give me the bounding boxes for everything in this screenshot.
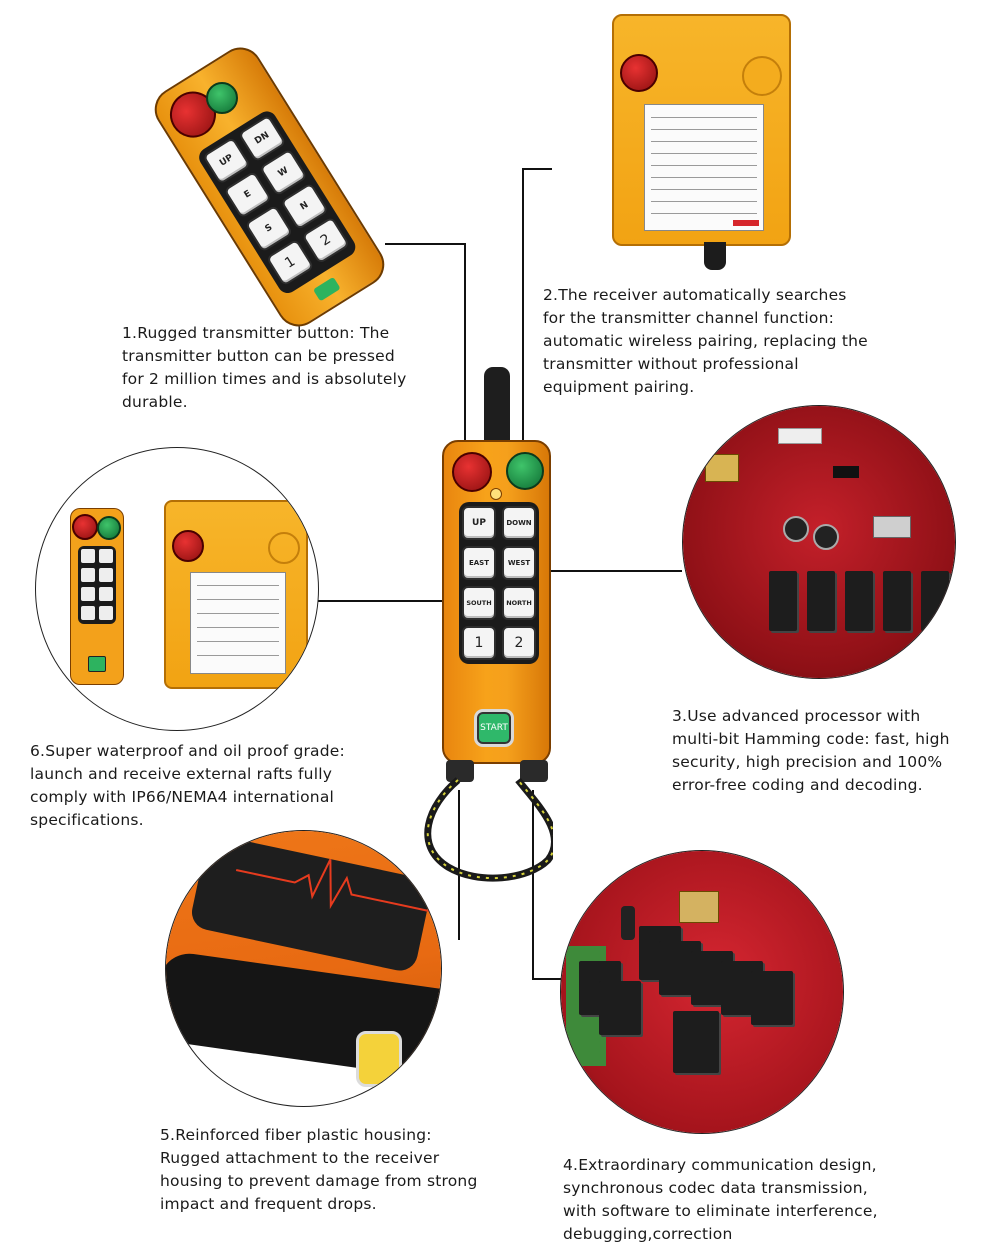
pcb-board xyxy=(683,406,955,678)
mini-transmitter-start xyxy=(88,656,106,672)
mini-receiver-knob xyxy=(268,532,300,564)
pcb-relay-2 xyxy=(807,571,835,631)
transmitter-photo: UP DN E W S N 1 2 xyxy=(140,39,393,335)
key-1: 1 xyxy=(462,626,496,660)
receiver-cable-gland xyxy=(704,242,726,270)
receiver-photo xyxy=(600,10,800,270)
caption-6: 6.Super waterproof and oil proof grade: … xyxy=(30,742,345,829)
pcb-relay-3 xyxy=(845,571,873,631)
mini-transmitter-knob xyxy=(97,516,121,540)
transmitter-housing: UP DN E W S N 1 2 xyxy=(146,39,393,335)
pcb-relay-circle xyxy=(560,850,844,1134)
receiver-estop xyxy=(620,54,658,92)
transmitter-green-switch xyxy=(206,82,238,114)
connector-line-1-vertical xyxy=(464,243,466,443)
key-west: WEST xyxy=(502,546,536,580)
housing-lanyard-clip xyxy=(356,1031,402,1087)
pcb-relay-5 xyxy=(921,571,949,631)
pcb-chip xyxy=(833,466,859,478)
pcb-relay-4 xyxy=(883,571,911,631)
key-south: SOUTH xyxy=(462,586,496,620)
mini-receiver-label xyxy=(190,572,286,674)
key-east: EAST xyxy=(462,546,496,580)
transmitter-start-key xyxy=(312,276,341,302)
connector-line-1-horizontal xyxy=(385,243,466,245)
receiver-label-sheet xyxy=(644,104,764,231)
caption-2: 2.The receiver automatically searches fo… xyxy=(543,286,868,396)
transmitter-key-panel: UP DN E W S N 1 2 xyxy=(195,107,360,297)
key-up: UP xyxy=(462,506,496,540)
remote-lanyard xyxy=(424,777,553,882)
connector-line-2-vertical xyxy=(522,168,524,443)
connector-line-3-horizontal xyxy=(540,570,682,572)
pcb-relay-big-2 xyxy=(599,981,641,1035)
housing-closeup-circle xyxy=(165,830,442,1107)
key-start: START xyxy=(477,712,511,744)
pcb-capacitor-3 xyxy=(621,906,635,940)
pcb-relay-big-8 xyxy=(673,1011,719,1073)
caption-1: 1.Rugged transmitter button: The transmi… xyxy=(122,324,407,411)
connector-line-6-horizontal xyxy=(318,600,446,602)
mini-transmitter xyxy=(70,498,124,698)
connector-line-5-vertical xyxy=(458,790,460,940)
caption-4: 4.Extraordinary communication design, sy… xyxy=(563,1156,878,1243)
waterproof-circle xyxy=(35,447,319,731)
connector-line-4-horizontal xyxy=(532,978,568,980)
caption-5: 5.Reinforced fiber plastic housing: Rugg… xyxy=(160,1126,478,1213)
signal-wave-icon xyxy=(235,858,432,913)
pcb-connector xyxy=(778,428,822,444)
mini-receiver-housing xyxy=(164,500,308,689)
key-2: 2 xyxy=(502,626,536,660)
mini-receiver-estop xyxy=(172,530,204,562)
remote-keypad: UP DOWN EAST WEST SOUTH NORTH 1 2 xyxy=(459,502,539,664)
remote-indicator-led xyxy=(490,488,502,500)
key-north: NORTH xyxy=(502,586,536,620)
receiver-housing xyxy=(612,14,791,246)
caption-3: 3.Use advanced processor with multi-bit … xyxy=(672,707,950,794)
remote-power-key xyxy=(506,452,544,490)
pcb-relay-1 xyxy=(769,571,797,631)
mini-transmitter-estop xyxy=(72,514,98,540)
pcb-transformer-2 xyxy=(679,891,719,923)
pcb-dip-switch xyxy=(873,516,911,538)
remote-strap-clip-left xyxy=(446,760,474,782)
remote-housing: UP DOWN EAST WEST SOUTH NORTH 1 2 START xyxy=(442,440,551,764)
key-down: DOWN xyxy=(502,506,536,540)
receiver-knob xyxy=(742,56,782,96)
remote-estop-button xyxy=(452,452,492,492)
connector-line-2-horizontal xyxy=(522,168,552,170)
main-remote: UP DOWN EAST WEST SOUTH NORTH 1 2 START xyxy=(424,365,565,885)
pcb-processor-circle xyxy=(682,405,956,679)
pcb-relay-big-7 xyxy=(751,971,793,1025)
connector-line-4-vertical xyxy=(532,790,534,980)
pcb-transformer xyxy=(705,454,739,482)
pcb-capacitor-1 xyxy=(783,516,809,542)
pcb-capacitor-2 xyxy=(813,524,839,550)
mini-transmitter-keypad xyxy=(78,546,116,624)
remote-strap-clip-right xyxy=(520,760,548,782)
